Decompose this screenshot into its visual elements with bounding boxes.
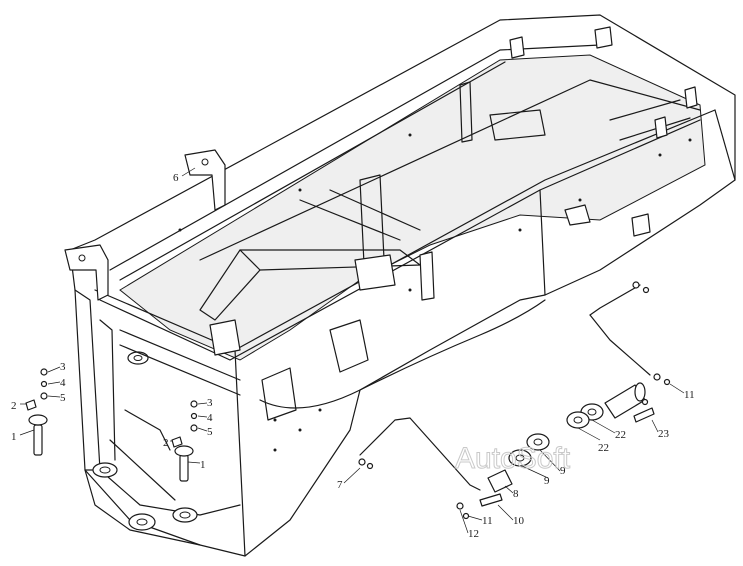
leader-lines [19,167,685,534]
linkage-rods [358,281,671,520]
callout-labels: 6 3 4 2 5 1 3 4 2 5 1 11 23 22 22 9 9 8 … [11,172,695,540]
callout-5-middle: 5 [207,426,213,438]
callout-3-middle: 3 [207,397,213,409]
callout-22-lower: 22 [598,442,609,454]
callout-8: 8 [513,488,519,500]
callout-2-middle: 2 [163,437,169,449]
pin-assembly-middle [171,400,198,482]
callout-7: 7 [337,479,343,491]
callout-6: 6 [173,172,179,184]
callout-2-left: 2 [11,400,17,412]
callout-11-right: 11 [684,389,695,401]
callout-1-middle: 1 [200,459,206,471]
callout-22-upper: 22 [615,429,626,441]
chassis-frame [64,14,736,557]
watermark-text: AutoSoft [455,442,571,475]
callout-11-bottom: 11 [482,515,493,527]
callout-23: 23 [658,428,670,440]
callout-3-left: 3 [60,361,66,373]
callout-9-left: 9 [544,475,550,487]
pin-assembly-left [25,368,48,456]
callout-1-left: 1 [11,431,17,443]
callout-4-left: 4 [60,377,66,389]
callout-9-right: 9 [560,465,566,477]
callout-10: 10 [513,515,525,527]
callout-12: 12 [468,528,479,540]
callout-5-left: 5 [60,392,66,404]
callout-4-middle: 4 [207,412,213,424]
